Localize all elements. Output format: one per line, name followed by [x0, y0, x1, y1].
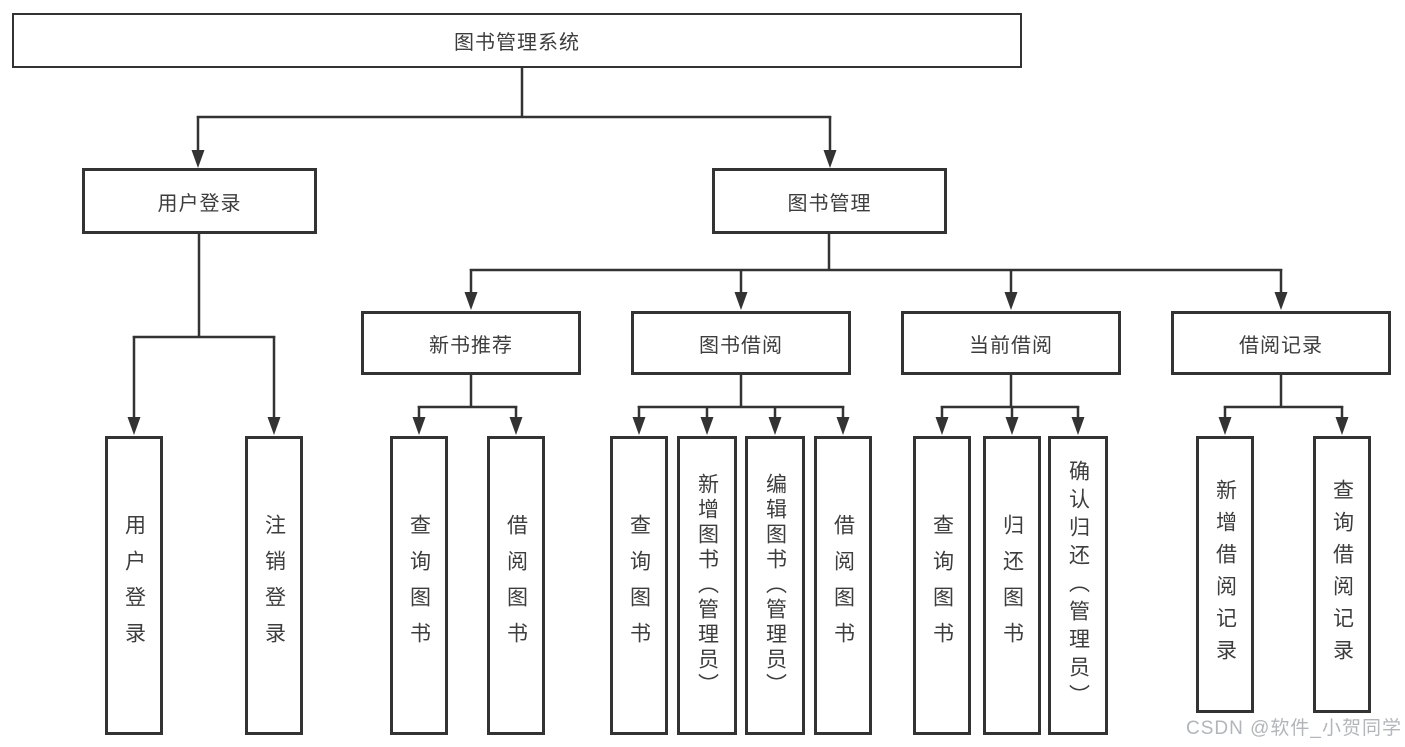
node-book-management: 图书管理 [712, 168, 947, 234]
node-label: 用户登录 [157, 192, 242, 215]
node-borrow-records: 借阅记录 [1171, 311, 1391, 375]
node-label: 新书推荐 [429, 334, 513, 357]
leaf-label: 借阅图书 [831, 513, 855, 658]
csdn-watermark: CSDN @软件_小贺同学 [1186, 718, 1402, 739]
leaf-label: 注销登录 [262, 513, 286, 658]
leaf-label: 查询图书 [930, 513, 954, 658]
leaf-label: 借阅图书 [504, 513, 528, 658]
leaf-recommend-query-books: 查询图书 [390, 436, 448, 735]
leaf-records-add-record: 新增借阅记录 [1196, 436, 1254, 713]
leaf-recommend-borrow-books: 借阅图书 [487, 436, 545, 735]
leaf-current-return-books: 归还图书 [983, 436, 1041, 735]
node-new-book-recommend: 新书推荐 [361, 311, 581, 375]
leaf-borrow-query-books: 查询图书 [610, 436, 668, 735]
leaf-borrow-borrow-books: 借阅图书 [814, 436, 872, 735]
leaf-label: 新增借阅记录 [1213, 478, 1237, 671]
node-label: 图书管理 [787, 192, 872, 215]
leaf-label: 确认归还（管理员） [1066, 459, 1090, 712]
leaf-label: 编辑图书（管理员） [763, 473, 787, 698]
leaf-borrow-add-book-admin: 新增图书（管理员） [677, 436, 737, 735]
leaf-label: 用户登录 [122, 513, 146, 658]
node-label: 图书管理系统 [454, 32, 580, 54]
leaf-user-login: 用户登录 [105, 436, 163, 735]
leaf-label: 查询图书 [627, 513, 651, 658]
leaf-label: 归还图书 [1000, 513, 1024, 658]
node-user-login: 用户登录 [82, 168, 317, 234]
leaf-label: 查询借阅记录 [1330, 478, 1354, 671]
leaf-current-query-books: 查询图书 [913, 436, 971, 735]
node-label: 借阅记录 [1239, 334, 1323, 357]
leaf-label: 查询图书 [407, 513, 431, 658]
leaf-current-confirm-return-admin: 确认归还（管理员） [1048, 436, 1108, 735]
node-library-management-system: 图书管理系统 [12, 13, 1022, 68]
node-label: 图书借阅 [699, 334, 783, 357]
arrowheads [127, 150, 1349, 435]
node-current-borrow: 当前借阅 [901, 311, 1121, 375]
leaf-records-query-record: 查询借阅记录 [1313, 436, 1371, 713]
node-book-borrow: 图书借阅 [631, 311, 851, 375]
leaf-borrow-edit-book-admin: 编辑图书（管理员） [745, 436, 805, 735]
leaf-label: 新增图书（管理员） [695, 473, 719, 698]
node-label: 当前借阅 [969, 334, 1053, 357]
leaf-logout: 注销登录 [245, 436, 303, 735]
